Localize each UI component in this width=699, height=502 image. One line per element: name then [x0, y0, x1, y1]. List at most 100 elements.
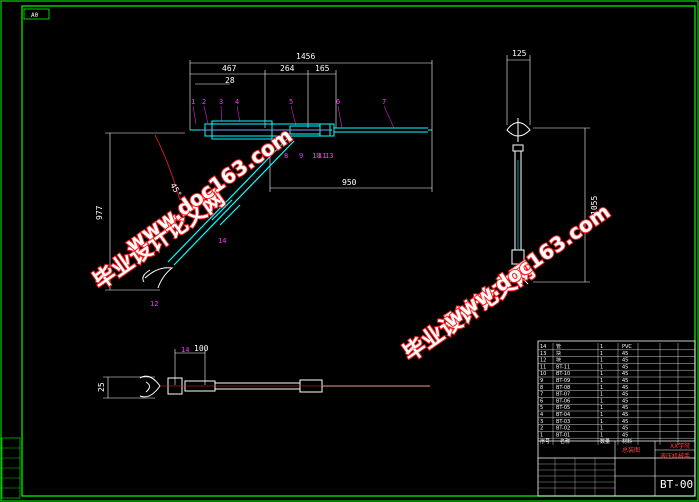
callout: 13: [325, 152, 333, 160]
callout-leaders: [192, 105, 395, 129]
bom-no: 6: [540, 398, 543, 404]
bom-no: 2: [540, 426, 543, 432]
bom-name: BT-07: [556, 392, 570, 398]
dim-977: 977: [95, 205, 104, 220]
bom-material: 45: [622, 378, 628, 384]
bom-qty: 1: [600, 378, 603, 384]
bom-header-material: 材料: [622, 438, 632, 445]
bom-no: 1: [540, 432, 543, 438]
bom-name: BT-11: [556, 364, 570, 370]
bom-qty: 1: [600, 398, 603, 404]
bom-material: 45: [622, 398, 628, 404]
bom-name: 块: [556, 357, 561, 364]
bom-material: 45: [622, 358, 628, 364]
bom-name: BT-09: [556, 378, 570, 384]
bom-no: 14: [540, 344, 546, 350]
callout: 3: [219, 98, 223, 106]
bom-name: BT-10: [556, 371, 570, 377]
dim-28: 28: [225, 76, 235, 85]
bom-qty: 1: [600, 344, 603, 350]
inner-border: [21, 5, 696, 497]
callout: 7: [382, 98, 386, 106]
bom-no: 12: [540, 358, 546, 364]
callout: 9: [299, 152, 303, 160]
size-tag-box: [23, 8, 50, 20]
callout: 14: [218, 237, 226, 245]
bom-name: BT-02: [556, 426, 570, 432]
bom-qty: 1: [600, 412, 603, 418]
dim-264: 264: [280, 64, 295, 73]
bom-no: 7: [540, 392, 543, 398]
bom-no: 4: [540, 412, 543, 418]
callout: 2: [202, 98, 206, 106]
bom-material: 45: [622, 371, 628, 377]
drawing-number: BT-00: [660, 478, 693, 491]
callout: 1: [191, 98, 195, 106]
bom-name: BT-04: [556, 412, 570, 418]
bom-name: BT-08: [556, 385, 570, 391]
bom-no: 9: [540, 378, 543, 384]
callout: 8: [284, 152, 288, 160]
bom-qty: 1: [600, 426, 603, 432]
callout: 4: [235, 98, 239, 106]
bom-name: 块: [556, 350, 561, 357]
bom-name: BT-05: [556, 405, 570, 411]
bom-name: BT-01: [556, 432, 570, 438]
bom-material: 45: [622, 364, 628, 370]
bom-material: 45: [622, 426, 628, 432]
bom-qty: 1: [600, 432, 603, 438]
school-name: XX学院: [670, 442, 690, 450]
bom-qty: 1: [600, 385, 603, 391]
angle-arc: [154, 134, 181, 201]
bom-name: BT-06: [556, 398, 570, 404]
bottom-view: 100 25 14: [97, 344, 430, 399]
bom-no: 11: [540, 364, 546, 370]
dim-467: 467: [222, 64, 237, 73]
dim-1456: 1456: [296, 52, 315, 61]
bom-qty: 1: [600, 405, 603, 411]
dim-950: 950: [342, 178, 357, 187]
callout: 6: [336, 98, 340, 106]
bom-no: 8: [540, 385, 543, 391]
bom-qty: 1: [600, 392, 603, 398]
drawing-title: 总装图: [622, 446, 640, 454]
bom-qty: 1: [600, 371, 603, 377]
bom-material: 45: [622, 385, 628, 391]
bom-name: BT-03: [556, 419, 570, 425]
bom-material: 45: [622, 405, 628, 411]
watermark-right: 毕业设计论文网 www.doc163.com: [398, 198, 616, 368]
bom-no: 3: [540, 419, 543, 425]
bom-material: PVC: [622, 344, 632, 350]
dim-25: 25: [97, 382, 106, 392]
bom-material: 45: [622, 432, 628, 438]
diagonal-arm: [167, 137, 295, 266]
callouts-main: 1 2 3 4 5 6 7 8 9 10 11 12 13 14: [150, 98, 386, 308]
revision-strip-lines: [2, 447, 20, 489]
bom-material: 45: [622, 419, 628, 425]
bom-material: 45: [622, 351, 628, 357]
bom-header-qty: 数量: [600, 438, 610, 445]
size-tag: A0: [31, 12, 39, 19]
bom-header-name: 名称: [560, 438, 570, 445]
dim-165: 165: [315, 64, 330, 73]
drawing-subtitle: 液压机械手: [660, 452, 690, 460]
watermark-left: 毕业设计论文网 www.doc163.com: [88, 122, 298, 296]
callout: 14: [181, 346, 189, 354]
callout: 11: [318, 152, 326, 160]
callout: 10: [312, 152, 320, 160]
callout: 12: [150, 300, 158, 308]
dim-100: 100: [194, 344, 209, 353]
dim-1055: 1055: [590, 196, 599, 215]
bom-no: 10: [540, 371, 546, 377]
bom-no: 5: [540, 405, 543, 411]
bom-qty: 1: [600, 419, 603, 425]
watermark-url: www.doc163.com: [439, 199, 615, 332]
bom-qty: 1: [600, 358, 603, 364]
callout: 5: [289, 98, 293, 106]
bom-header-no: 序号: [540, 438, 550, 445]
bom-material: 45: [622, 392, 628, 398]
